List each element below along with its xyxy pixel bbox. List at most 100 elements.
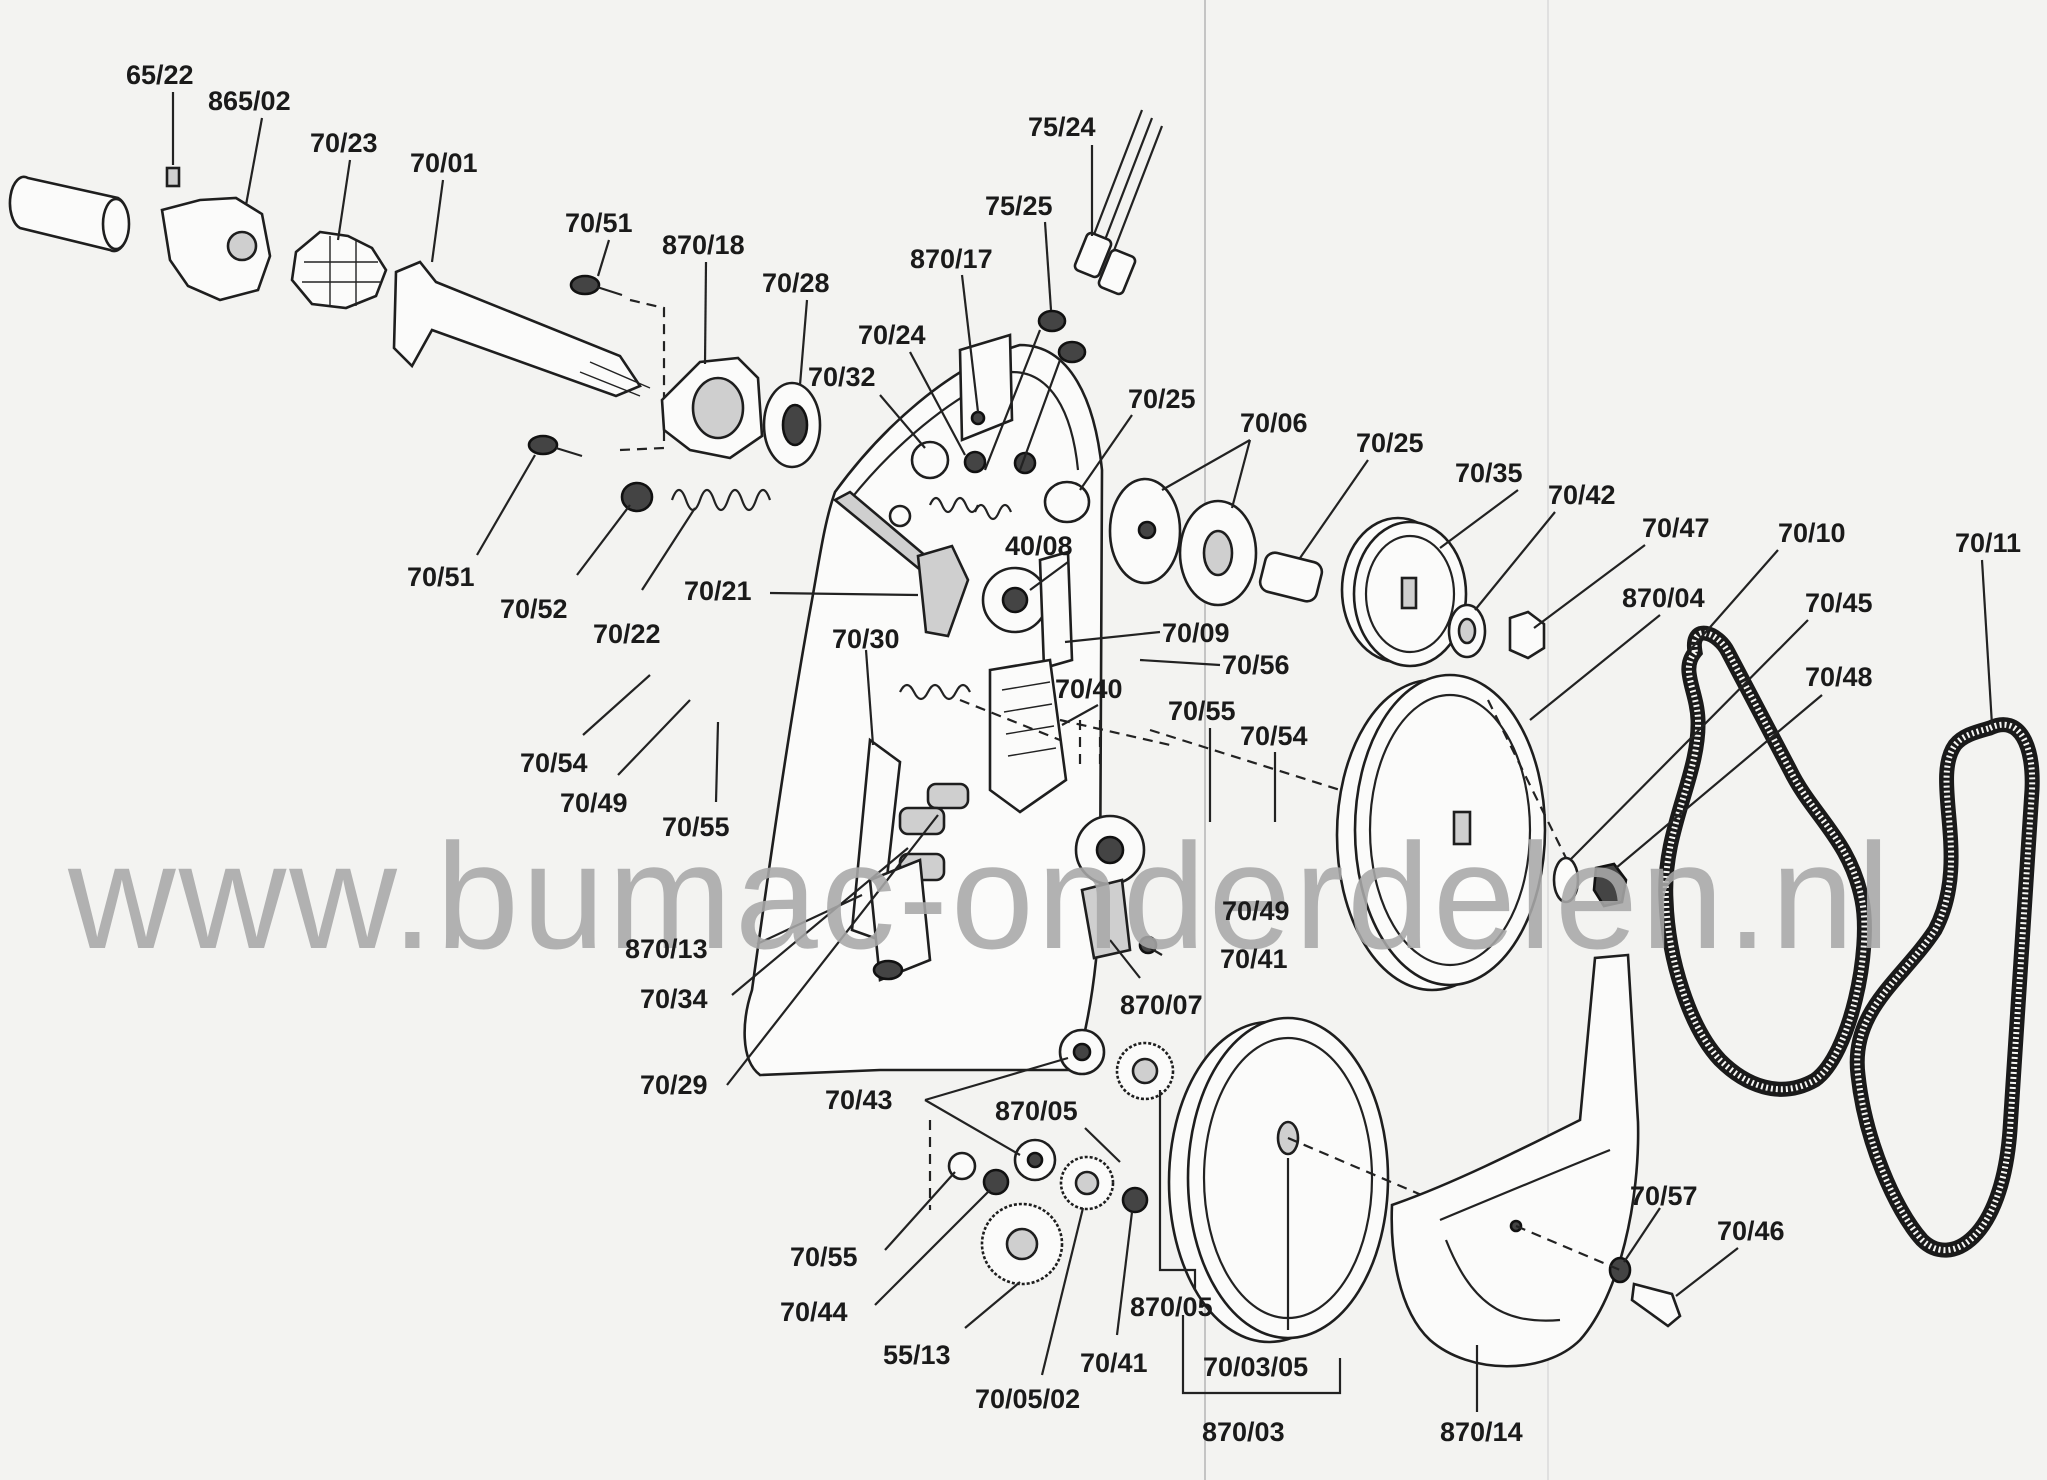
bracket-hole xyxy=(970,410,986,426)
label-70-09: 70/09 xyxy=(1162,618,1230,648)
leader-865-02 xyxy=(244,117,264,206)
bolt-shank-left xyxy=(555,446,583,458)
spider-hatch xyxy=(302,236,380,306)
leader-70-43-b xyxy=(924,1099,1021,1156)
leader-70-28 xyxy=(798,299,809,386)
spacer-70-25-b xyxy=(1258,551,1324,603)
label-70-41-mid: 70/41 xyxy=(1220,944,1288,974)
label-70-01: 70/01 xyxy=(410,148,478,178)
leader-70-40 xyxy=(1061,704,1099,726)
label-70-10: 70/10 xyxy=(1778,518,1846,548)
leader-70-25-b xyxy=(1299,459,1369,559)
pulley-870-04-front xyxy=(1353,673,1547,987)
label-870-07: 870/07 xyxy=(1120,990,1203,1020)
label-870-18: 870/18 xyxy=(662,230,745,260)
bracket-70-34 xyxy=(868,858,932,982)
coupling-bore xyxy=(226,230,258,262)
leader-70-48 xyxy=(1615,694,1823,869)
label-70-41-bot: 70/41 xyxy=(1080,1348,1148,1378)
nut-70-47 xyxy=(1508,610,1546,660)
leader-70-09 xyxy=(1064,630,1161,644)
label-70-03-05: 70/03/05 xyxy=(1203,1352,1308,1382)
label-75-25: 75/25 xyxy=(985,191,1053,221)
label-70-05-02: 70/05/02 xyxy=(975,1384,1080,1414)
leader-70-10 xyxy=(1689,549,1779,651)
label-70-55-mid: 70/55 xyxy=(1168,696,1236,726)
label-870-05-bot: 870/05 xyxy=(1130,1292,1213,1322)
bracket-870-17 xyxy=(958,333,1014,442)
pulley-half-hub-a xyxy=(1137,520,1157,540)
housing-dashes xyxy=(959,698,1171,770)
nut-70-52 xyxy=(620,481,654,513)
rubber-spider xyxy=(290,230,388,310)
leader-70-52 xyxy=(576,504,631,576)
label-70-55-left: 70/55 xyxy=(662,812,730,842)
label-70-49-mid: 70/49 xyxy=(1222,896,1290,926)
leader-870-03 xyxy=(1181,1315,1342,1395)
leader-70-55-bot xyxy=(884,1171,956,1251)
label-870-05-top: 870/05 xyxy=(995,1096,1078,1126)
leader-870-05-bot xyxy=(1158,1090,1197,1290)
spacer-70-25-a xyxy=(1043,480,1091,524)
label-70-49-left: 70/49 xyxy=(560,788,628,818)
bolt-head-top xyxy=(569,274,601,296)
cable-end-2 xyxy=(1097,248,1137,296)
washer-70-57 xyxy=(1608,1256,1632,1284)
pivot-70-32 xyxy=(910,440,950,480)
pulley-half-hub-b xyxy=(1202,529,1234,577)
large-pulley-870-04 xyxy=(1149,673,1628,992)
cover-bolt-dash xyxy=(1515,1224,1621,1272)
control-cables xyxy=(983,109,1164,471)
leader-75-25 xyxy=(1043,221,1053,311)
label-70-22: 70/22 xyxy=(593,619,661,649)
leader-55-13 xyxy=(964,1281,1021,1329)
leader-70-29 xyxy=(726,814,939,1086)
label-70-57: 70/57 xyxy=(1630,1181,1698,1211)
drive-belts xyxy=(1658,625,2040,1258)
label-870-13: 870/13 xyxy=(625,934,708,964)
leader-70-25-a xyxy=(1079,414,1133,491)
leader-870-04 xyxy=(1529,614,1661,721)
label-75-24: 75/24 xyxy=(1028,112,1096,142)
label-70-52: 70/52 xyxy=(500,594,568,624)
pulley-70-35-groove xyxy=(1364,534,1456,654)
label-870-17: 870/17 xyxy=(910,244,993,274)
belt-cover-body xyxy=(1390,953,1640,1368)
leader-870-05-top xyxy=(1084,1127,1121,1163)
ball-bearing-bore xyxy=(781,403,809,447)
label-870-04: 870/04 xyxy=(1622,583,1705,613)
label-70-45: 70/45 xyxy=(1805,588,1873,618)
cable-nut-2 xyxy=(1057,340,1087,364)
leader-70-41-bot xyxy=(1115,1211,1134,1336)
watermark-text: www.bumac-onderdelen.nl xyxy=(67,812,1893,980)
pulley-870-04-key xyxy=(1452,810,1472,846)
belt-70-10-teeth xyxy=(1662,630,1868,1093)
upper-pulley-stack xyxy=(1043,477,1546,668)
gear-55-13-hub xyxy=(1005,1227,1039,1261)
label-70-54-left: 70/54 xyxy=(520,748,588,778)
label-70-32: 70/32 xyxy=(808,362,876,392)
leader-70-30 xyxy=(864,649,875,746)
belt-70-11-teeth xyxy=(1854,721,2036,1253)
idler-870-07-hub xyxy=(1095,835,1125,865)
leader-70-23 xyxy=(336,159,352,241)
coupling-hub xyxy=(160,196,272,302)
label-70-44: 70/44 xyxy=(780,1297,848,1327)
label-70-25-b: 70/25 xyxy=(1356,428,1424,458)
label-40-08: 40/08 xyxy=(1005,531,1073,561)
leader-70-21 xyxy=(769,591,919,597)
tension-pulley-hub xyxy=(1001,586,1029,614)
label-70-35: 70/35 xyxy=(1455,458,1523,488)
drive-shaft xyxy=(392,260,642,398)
leader-lines xyxy=(171,92,1994,1412)
label-70-55-bot: 70/55 xyxy=(790,1242,858,1272)
label-70-25-a: 70/25 xyxy=(1128,384,1196,414)
label-70-54-mid: 70/54 xyxy=(1240,721,1308,751)
washer-70-43-b-hole xyxy=(1026,1151,1044,1169)
label-70-21: 70/21 xyxy=(684,576,752,606)
label-70-06: 70/06 xyxy=(1240,408,1308,438)
label-70-34: 70/34 xyxy=(640,984,708,1014)
belt-cover-contour xyxy=(1439,1148,1611,1322)
label-70-51-top: 70/51 xyxy=(565,208,633,238)
